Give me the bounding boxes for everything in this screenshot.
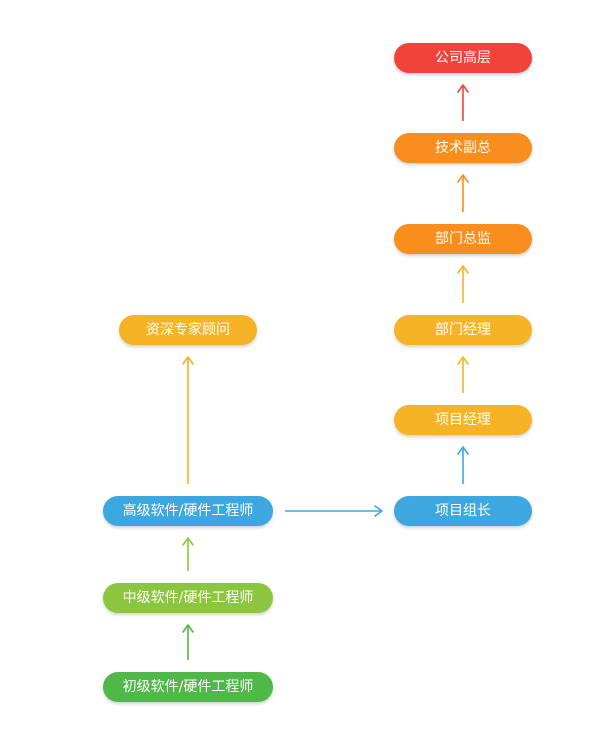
arrow-proj_mgr-to-dept_mgr [457, 356, 469, 393]
node-technical-vp: 技术副总 [394, 133, 532, 163]
arrow-head-icon [457, 174, 469, 183]
node-company-executives: 公司高层 [394, 43, 532, 73]
node-senior-engineer: 高级软件/硬件工程师 [103, 496, 273, 526]
arrow-head-icon [182, 537, 194, 546]
arrow-head-icon [457, 356, 469, 365]
node-project-manager: 项目经理 [394, 405, 532, 435]
node-department-manager: 部门经理 [394, 315, 532, 345]
node-team-lead: 项目组长 [394, 496, 532, 526]
arrow-head-icon [457, 446, 469, 455]
arrow-director-to-vp [457, 174, 469, 212]
arrow-vp-to-ceo [457, 84, 469, 121]
node-mid-engineer: 中级软件/硬件工程师 [103, 583, 273, 613]
arrow-senior-to-lead [285, 505, 383, 517]
node-senior-expert-consultant: 资深专家顾问 [119, 315, 257, 345]
arrow-head-icon [457, 84, 469, 93]
arrow-mid-to-senior [182, 537, 194, 571]
arrow-head-icon [457, 265, 469, 274]
arrow-head-icon [182, 624, 194, 633]
arrow-senior-to-expert [182, 356, 194, 484]
arrow-junior-to-mid [182, 624, 194, 660]
arrow-lead-to-proj_mgr [457, 446, 469, 484]
arrow-head-icon [374, 505, 383, 517]
node-junior-engineer: 初级软件/硬件工程师 [103, 672, 273, 702]
arrow-dept_mgr-to-director [457, 265, 469, 303]
arrow-head-icon [182, 356, 194, 365]
node-department-director: 部门总监 [394, 224, 532, 254]
